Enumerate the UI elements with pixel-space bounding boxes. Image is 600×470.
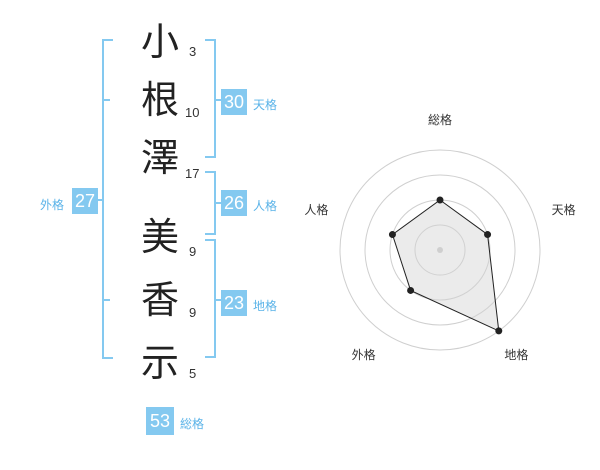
radar-axis-label: 地格 <box>504 347 528 362</box>
radar-axis-label: 総格 <box>428 112 452 127</box>
name-char-3: 澤 <box>140 136 179 180</box>
stroke-count-4: 9 <box>189 244 197 259</box>
soukaku-label: 総格 <box>180 417 205 431</box>
stroke-count-6: 5 <box>189 366 197 381</box>
name-char-1: 小 <box>140 20 179 64</box>
stroke-count-1: 3 <box>189 44 197 59</box>
radar-axis-label: 人格 <box>304 202 328 217</box>
chikaku-label: 地格 <box>253 299 278 313</box>
radar-point <box>484 231 492 239</box>
name-char-5: 香 <box>140 278 179 322</box>
stroke-count-5: 9 <box>189 305 197 320</box>
radar-ring <box>339 149 541 351</box>
name-char-6: 示 <box>140 341 179 385</box>
radar-point <box>407 286 415 294</box>
tenkaku-value: 30 <box>221 89 247 115</box>
chikaku-bracket <box>205 239 216 358</box>
name-char-4: 美 <box>140 215 179 259</box>
radar-point <box>436 196 444 204</box>
radar-ring <box>414 224 466 276</box>
tenkaku-bracket <box>205 39 216 158</box>
radar-axis-label: 天格 <box>552 202 576 217</box>
radar-center <box>437 247 443 253</box>
radar-ring <box>364 174 516 326</box>
soukaku-value: 53 <box>146 407 174 435</box>
jinkaku-value: 26 <box>221 190 247 216</box>
stroke-count-3: 17 <box>185 166 200 181</box>
stroke-count-2: 10 <box>185 105 200 120</box>
radar-axis-label: 外格 <box>352 347 376 362</box>
name-char-2: 根 <box>140 78 179 122</box>
gaikaku-value: 27 <box>72 188 98 214</box>
radar-point <box>388 231 396 239</box>
chikaku-value: 23 <box>221 290 247 316</box>
radar-polygon <box>391 199 500 332</box>
gaikaku-label: 外格 <box>40 198 65 212</box>
radar-point <box>495 327 503 335</box>
tenkaku-label: 天格 <box>253 98 278 112</box>
jinkaku-label: 人格 <box>253 199 278 213</box>
